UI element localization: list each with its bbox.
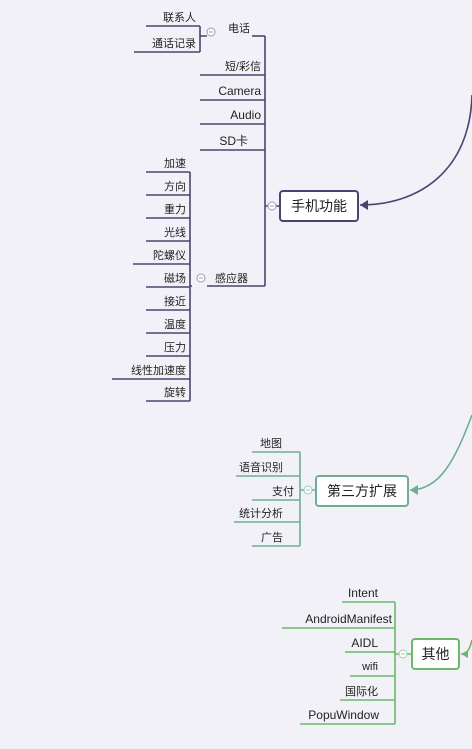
- node-sd-card[interactable]: SD卡: [219, 134, 248, 148]
- third-arrowhead: [410, 485, 418, 495]
- collapse-toggle-call[interactable]: [206, 27, 216, 37]
- node-sensor-gyroscope[interactable]: 陀螺仪: [153, 250, 186, 262]
- third-spine: [299, 452, 315, 546]
- hub-third-party[interactable]: 第三方扩展: [315, 475, 409, 507]
- node-other-manifest[interactable]: AndroidManifest: [305, 612, 392, 626]
- call-spine: [199, 26, 207, 52]
- node-third-payment[interactable]: 支付: [272, 486, 294, 498]
- hub-other[interactable]: 其他: [411, 638, 460, 670]
- node-call-log[interactable]: 通话记录: [152, 38, 196, 50]
- hub-phone-functions[interactable]: 手机功能: [279, 190, 359, 222]
- root-to-third-connector: [409, 414, 472, 491]
- node-contacts[interactable]: 联系人: [163, 12, 196, 24]
- node-other-wifi[interactable]: wifi: [362, 661, 378, 673]
- node-sensor-rotation[interactable]: 旋转: [164, 387, 186, 399]
- phone-spine: [264, 36, 279, 286]
- collapse-toggle-sensor[interactable]: [196, 273, 206, 283]
- third-branch-lines: [234, 414, 472, 547]
- node-sensor-proximity[interactable]: 接近: [164, 296, 186, 308]
- phone-branch-lines: [112, 25, 472, 402]
- other-branch-lines: [282, 601, 472, 725]
- node-sensor-magnetic[interactable]: 磁场: [164, 273, 186, 285]
- sensor-spine: [189, 172, 192, 401]
- collapse-toggle-other[interactable]: [398, 649, 408, 659]
- node-sensor-gravity[interactable]: 重力: [164, 204, 186, 216]
- node-third-ads[interactable]: 广告: [261, 532, 283, 544]
- other-spine: [394, 602, 411, 724]
- node-third-map[interactable]: 地图: [260, 438, 282, 450]
- node-other-aidl[interactable]: AIDL: [351, 636, 378, 650]
- root-to-phone-connector: [359, 94, 472, 206]
- node-sensor[interactable]: 感应器: [215, 273, 248, 285]
- node-audio[interactable]: Audio: [230, 108, 261, 122]
- node-third-voice[interactable]: 语音识别: [239, 462, 283, 474]
- node-sms[interactable]: 短/彩信: [224, 61, 261, 73]
- node-sensor-pressure[interactable]: 压力: [164, 342, 186, 354]
- node-sensor-temperature[interactable]: 温度: [164, 319, 186, 331]
- node-third-analytics[interactable]: 统计分析: [239, 508, 283, 520]
- node-sensor-light[interactable]: 光线: [164, 227, 186, 239]
- node-other-intent[interactable]: Intent: [347, 586, 378, 600]
- collapse-toggle-third[interactable]: [303, 485, 313, 495]
- node-sensor-linear-accel[interactable]: 线性加速度: [131, 365, 186, 377]
- collapse-toggle-phone[interactable]: [267, 201, 277, 211]
- node-camera[interactable]: Camera: [218, 84, 261, 98]
- node-call[interactable]: 电话: [228, 23, 250, 35]
- phone-arrowhead: [360, 200, 368, 210]
- node-other-i18n[interactable]: 国际化: [345, 686, 378, 698]
- node-sensor-orientation[interactable]: 方向: [164, 181, 186, 193]
- node-other-popuwindow[interactable]: PopuWindow: [308, 708, 379, 722]
- other-arrowhead: [461, 650, 468, 658]
- node-sensor-accel[interactable]: 加速: [164, 158, 186, 170]
